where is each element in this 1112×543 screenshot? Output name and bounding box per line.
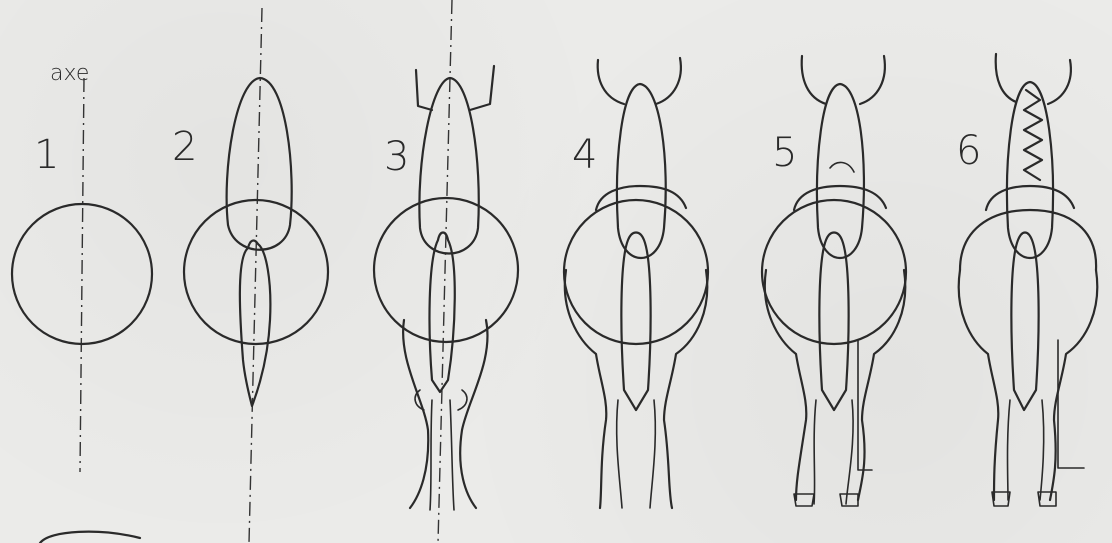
hoof-right-5 — [840, 494, 858, 506]
body-circle-5 — [762, 200, 906, 344]
ear-left-5 — [802, 56, 826, 104]
withers-6 — [986, 186, 1074, 210]
axis-label: axe — [50, 61, 89, 86]
step-number-1: 1 — [34, 132, 59, 178]
foreleg-6 — [1058, 340, 1084, 468]
tail-6 — [1011, 233, 1038, 411]
figure-6: 6 — [956, 54, 1097, 506]
axis-line-2 — [249, 8, 262, 543]
body-circle-4 — [564, 200, 708, 344]
head-neck-6 — [1007, 82, 1053, 258]
ear-right-3 — [470, 66, 494, 110]
head-neck-4 — [617, 84, 666, 258]
step-number-4: 4 — [572, 132, 597, 178]
figure-4: 4 — [564, 58, 708, 508]
ear-right-5 — [860, 56, 885, 104]
hind-leg-right-outer-3 — [460, 320, 487, 508]
mane-6 — [1024, 90, 1042, 180]
axis-line-1 — [80, 78, 84, 472]
ear-left-6 — [996, 54, 1016, 102]
hind-leg-left-inner-3 — [430, 400, 432, 510]
leg-left-inner-5 — [814, 400, 816, 504]
body-top-6 — [960, 210, 1096, 270]
step-number-5: 5 — [772, 130, 797, 176]
head-neck-5 — [817, 84, 864, 258]
step-number-6: 6 — [956, 128, 981, 174]
step-number-3: 3 — [384, 134, 409, 180]
hind-leg-right-inner-3 — [450, 400, 454, 510]
figure-3: 3 — [374, 0, 518, 543]
ear-right-6 — [1048, 60, 1071, 104]
hindquarter-left-5 — [765, 270, 806, 500]
head-neck-2 — [227, 78, 292, 250]
mane-5 — [830, 162, 854, 172]
hind-leg-left-outer-3 — [403, 320, 428, 508]
hindquarter-left-6 — [959, 270, 999, 500]
leg-left-inner-6 — [1008, 400, 1011, 500]
hindquarter-right-6 — [1050, 270, 1097, 500]
leg-right-inner-4 — [650, 400, 655, 508]
withers-5 — [794, 186, 886, 210]
leg-right-inner-6 — [1040, 400, 1044, 500]
ear-left-3 — [416, 70, 432, 110]
partial-oval-bottom — [40, 532, 140, 543]
figure-5: 5 — [762, 56, 906, 506]
leg-left-inner-4 — [617, 400, 622, 508]
tail-2 — [240, 241, 271, 406]
tail-5 — [819, 233, 848, 411]
tail-4 — [621, 233, 650, 411]
withers-4 — [596, 186, 686, 210]
hindquarter-left-4 — [565, 270, 606, 508]
figure-1: axe 1 — [12, 61, 152, 472]
hock-right-3 — [458, 390, 467, 410]
ear-right-4 — [656, 58, 681, 104]
figure-2: 2 — [172, 8, 328, 543]
step-number-2: 2 — [172, 124, 197, 170]
ear-left-4 — [598, 60, 624, 104]
leg-right-inner-5 — [846, 400, 853, 504]
